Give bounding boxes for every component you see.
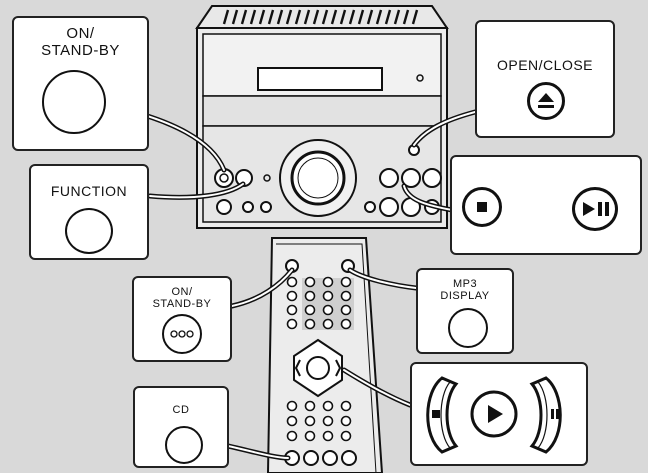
cd-button[interactable] (165, 426, 203, 464)
stop-button[interactable] (462, 187, 502, 227)
open-close-callout: OPEN/CLOSE (475, 20, 615, 138)
on-standby-remote-label: ON/ STAND-BY (152, 286, 212, 311)
cd-callout: CD (133, 386, 229, 468)
dots-icon (170, 330, 194, 338)
transport-buttons (426, 376, 562, 454)
play-icon (488, 405, 503, 423)
mp3-display-label: MP3 DISPLAY (440, 278, 490, 303)
pause-button-remote[interactable] (529, 376, 562, 454)
playback-unit-callout (450, 155, 642, 255)
eject-icon (538, 93, 554, 108)
cd-label: CD (172, 404, 190, 416)
on-standby-remote-button[interactable] (162, 314, 202, 354)
mp3-display-callout: MP3 DISPLAY (416, 268, 514, 354)
play-pause-button[interactable] (572, 187, 618, 231)
open-close-button[interactable] (527, 82, 565, 120)
remote-control (266, 237, 384, 473)
open-close-label: OPEN/CLOSE (496, 57, 594, 73)
playback-remote-callout (410, 362, 588, 466)
function-button[interactable] (65, 208, 113, 254)
on-standby-unit-button[interactable] (42, 70, 106, 134)
stop-icon (477, 202, 487, 212)
on-standby-unit-callout: ON/ STAND-BY (12, 16, 149, 151)
mp3-display-button[interactable] (448, 308, 488, 348)
function-label: FUNCTION (50, 183, 128, 199)
function-callout: FUNCTION (29, 164, 149, 260)
on-standby-remote-callout: ON/ STAND-BY (132, 276, 232, 362)
stop-icon (432, 410, 440, 418)
on-standby-unit-label: ON/ STAND-BY (41, 25, 120, 59)
stop-button-remote[interactable] (426, 376, 459, 454)
pause-icon (551, 409, 559, 419)
play-pause-icon (583, 202, 609, 216)
play-button-remote[interactable] (470, 390, 518, 438)
stereo-unit (195, 5, 449, 229)
